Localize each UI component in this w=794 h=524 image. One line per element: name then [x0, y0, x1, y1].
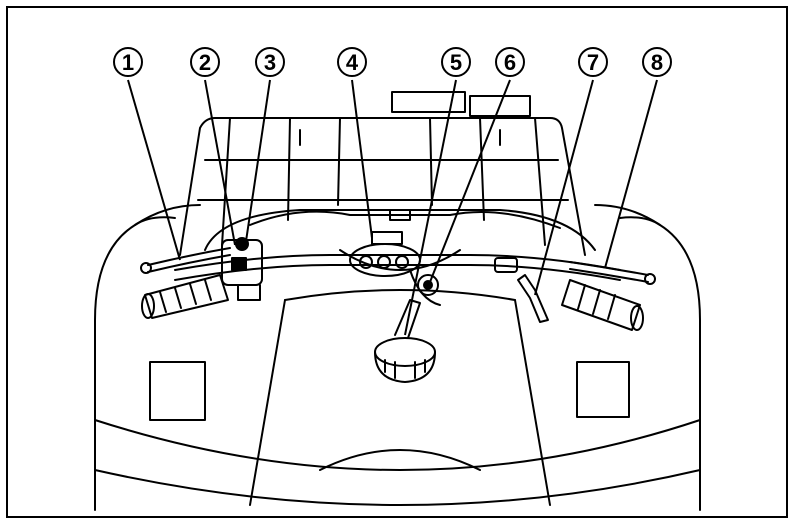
right-side-panel — [576, 361, 630, 418]
callout-3-label: 3 — [264, 50, 276, 75]
fuel-filler-cap — [374, 337, 436, 383]
callout-4-label: 4 — [346, 50, 359, 75]
callout-6-circle — [495, 47, 525, 77]
left-side-panel — [149, 361, 206, 421]
right-grip — [561, 279, 644, 331]
callout-8-circle — [642, 47, 672, 77]
callout-2-leader — [204, 79, 236, 246]
atv-body — [94, 204, 701, 511]
callout-3-circle — [255, 47, 285, 77]
callout-7-leader — [534, 79, 594, 296]
cargo-rack — [179, 91, 586, 256]
callout-3-leader — [244, 79, 271, 249]
callout-7-circle — [578, 47, 608, 77]
callout-5-label: 5 — [450, 50, 462, 75]
callout-5-leader — [404, 79, 457, 336]
callout-1-circle — [113, 47, 143, 77]
throttle-lever — [494, 257, 549, 323]
callout-8-label: 8 — [651, 50, 663, 75]
callout-1-leader — [127, 79, 181, 261]
ignition-switch — [409, 269, 441, 306]
callout-6-leader — [429, 79, 511, 283]
callout-6-label: 6 — [504, 50, 516, 75]
left-grip — [141, 274, 229, 319]
callout-2-label: 2 — [199, 50, 211, 75]
callout-8-leader — [604, 79, 658, 269]
callout-5-circle — [441, 47, 471, 77]
rear-brake-lever — [569, 261, 649, 276]
callout-2-circle — [190, 47, 220, 77]
callout-7-label: 7 — [587, 50, 599, 75]
callout-1-label: 1 — [122, 50, 134, 75]
callout-4-leader — [351, 79, 373, 239]
choke-lever — [394, 299, 421, 339]
callout-4-circle — [337, 47, 367, 77]
handlebar-cover — [204, 209, 596, 251]
